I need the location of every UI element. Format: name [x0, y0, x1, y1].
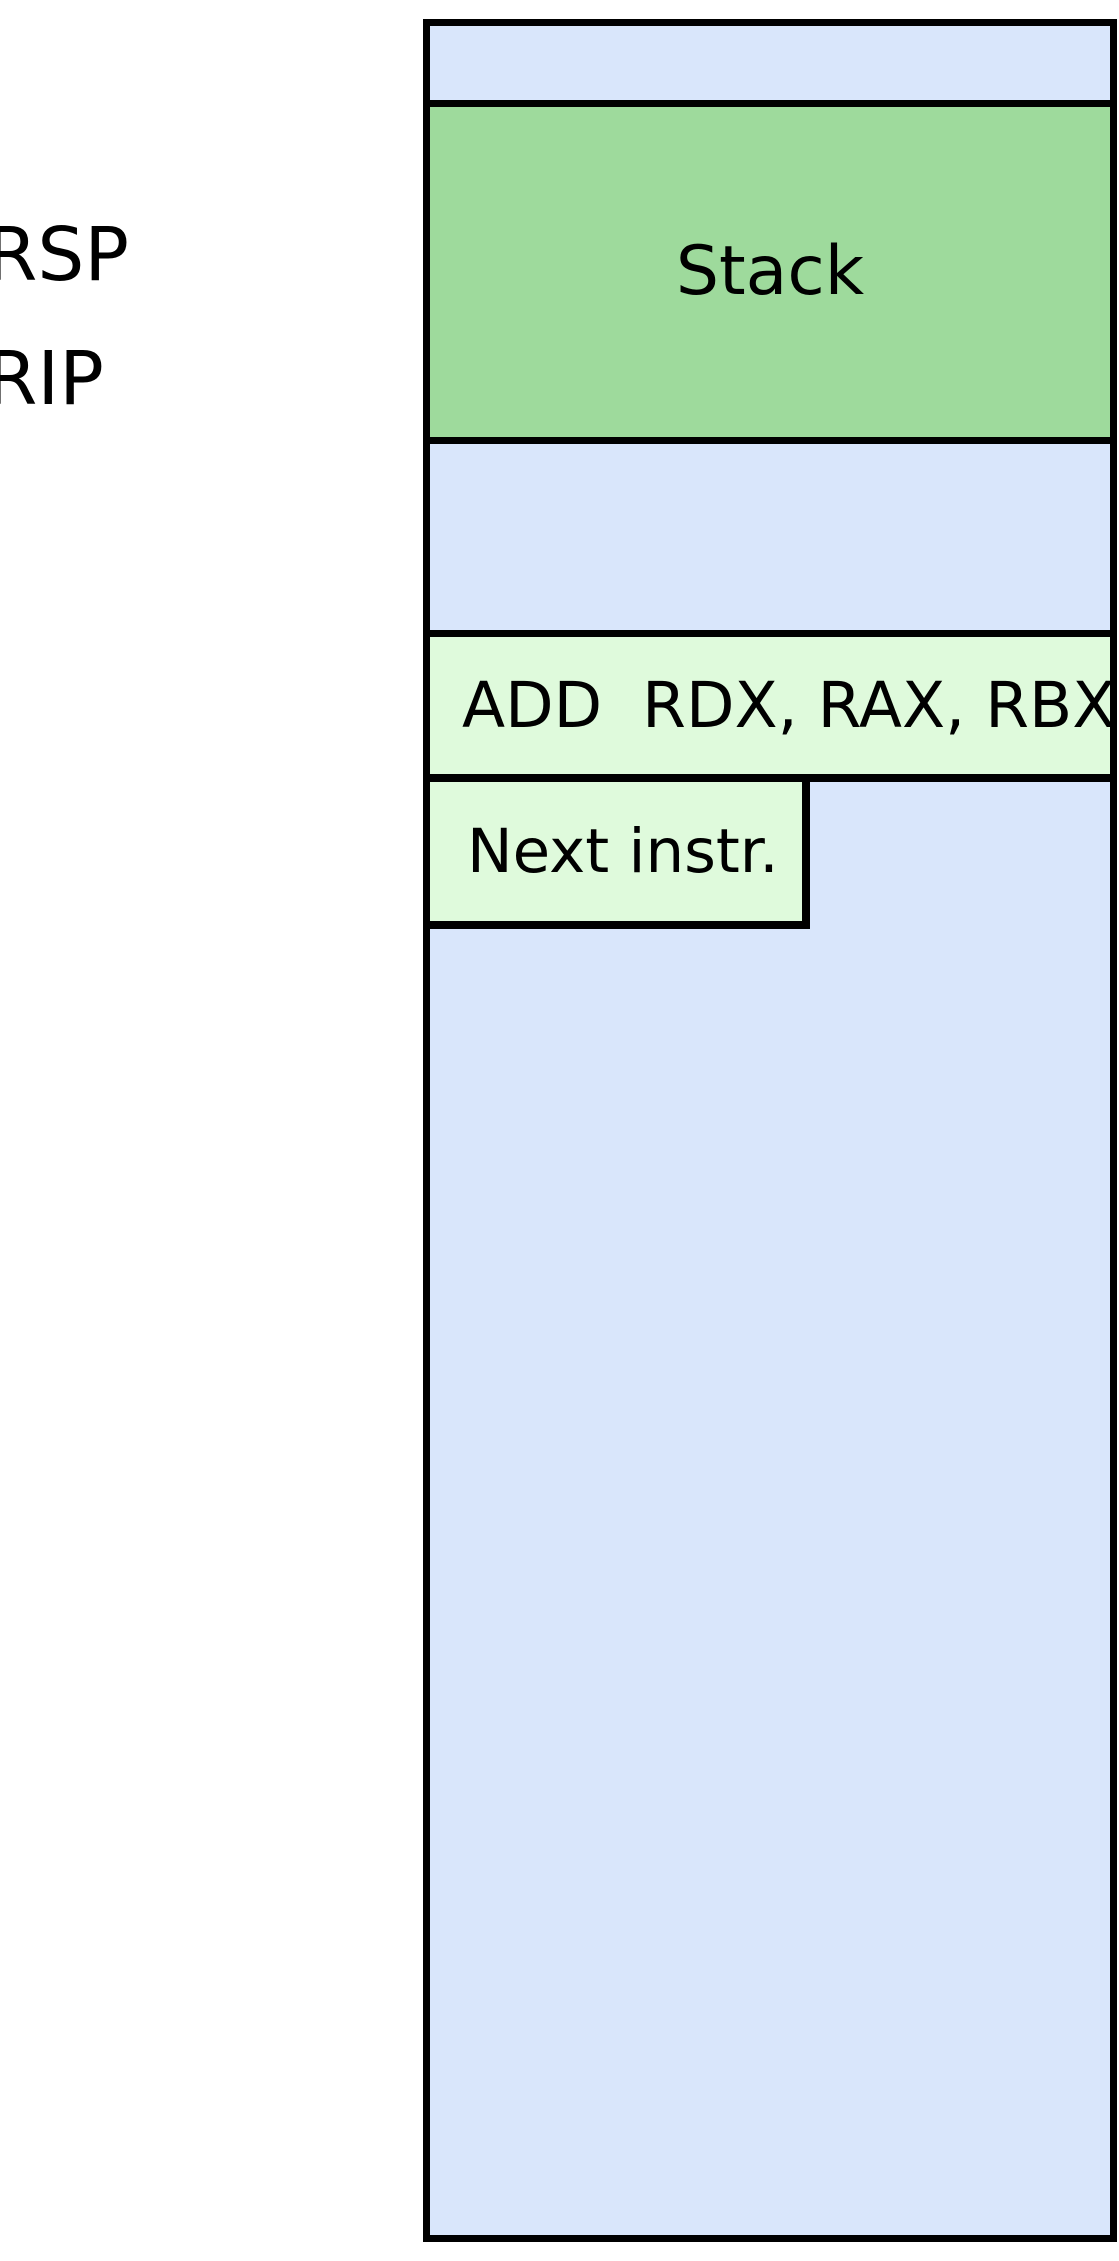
stack-region-label: Stack [675, 232, 865, 311]
current-instruction-text: ADD RDX, RAX, RBX [462, 669, 1116, 742]
region-divider [430, 630, 1110, 637]
next-instruction-row: Next instr. [430, 782, 1110, 929]
memory-column: Stack ADD RDX, RAX, RBX Next instr. [423, 19, 1117, 2242]
memory-region-middle [430, 444, 1110, 630]
rsp-register-label: RSP [0, 212, 130, 298]
rip-register-label: RIP [0, 336, 104, 422]
memory-region-beside-next-instruction [810, 782, 1110, 929]
region-divider [430, 774, 1110, 782]
region-divider [430, 100, 1110, 107]
region-divider [430, 437, 1110, 444]
next-instruction-text: Next instr. [467, 816, 779, 887]
memory-region-bottom [430, 929, 1110, 2235]
current-instruction-band: ADD RDX, RAX, RBX [430, 637, 1115, 774]
next-instruction-box: Next instr. [430, 782, 810, 929]
memory-region-top [430, 26, 1110, 100]
stack-region: Stack [430, 107, 1110, 437]
